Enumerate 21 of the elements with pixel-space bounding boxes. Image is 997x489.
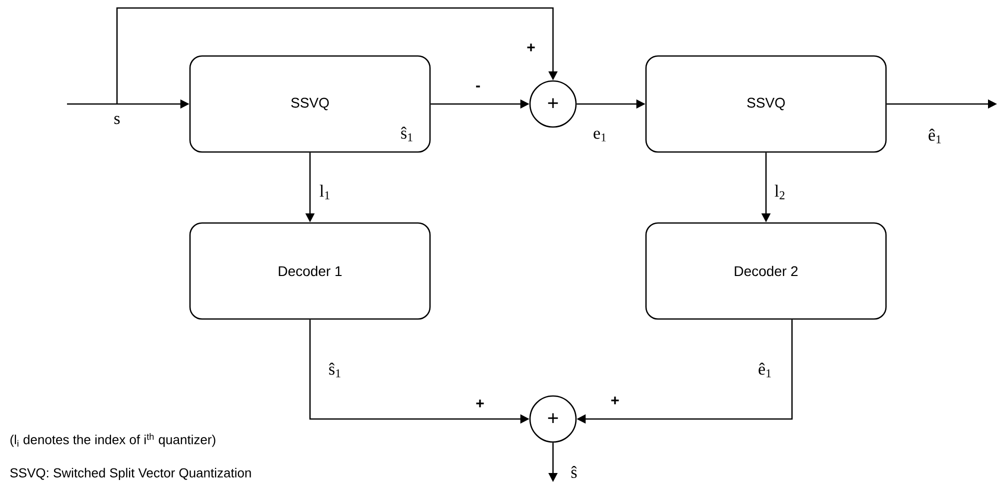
process-box: Decoder 1 [189, 222, 431, 320]
sign-label: + [611, 396, 619, 404]
summing-junction: + [529, 395, 577, 443]
edge-label: l$_{1}$ [318, 184, 332, 200]
edge-label: ê$_{1}$ [927, 128, 943, 144]
sign-label: + [527, 44, 535, 52]
note: SSVQ: Switched Split Vector Quantization [10, 468, 251, 480]
edge-label: e$_{1}$ [592, 130, 608, 142]
edge-label: l$_{2}$ [773, 184, 787, 200]
summing-junction: + [529, 80, 577, 128]
process-box: SSVQ [645, 55, 887, 153]
edge-label: ŝ$_{1}$ [399, 126, 415, 142]
note: (l$_{i}$ denotes the index of i$^{th}$ quantizer) [10, 433, 216, 447]
sign-label: + [476, 400, 484, 408]
process-box: Decoder 2 [645, 222, 887, 320]
edge-label: ê$_{1}$ [757, 362, 773, 378]
edge-label: ŝ$_{1}$ [327, 362, 343, 378]
sign-label: - [476, 86, 480, 88]
edge-label: ŝ [570, 465, 578, 479]
arrow [116, 7, 558, 104]
edge-label: s [112, 114, 122, 126]
